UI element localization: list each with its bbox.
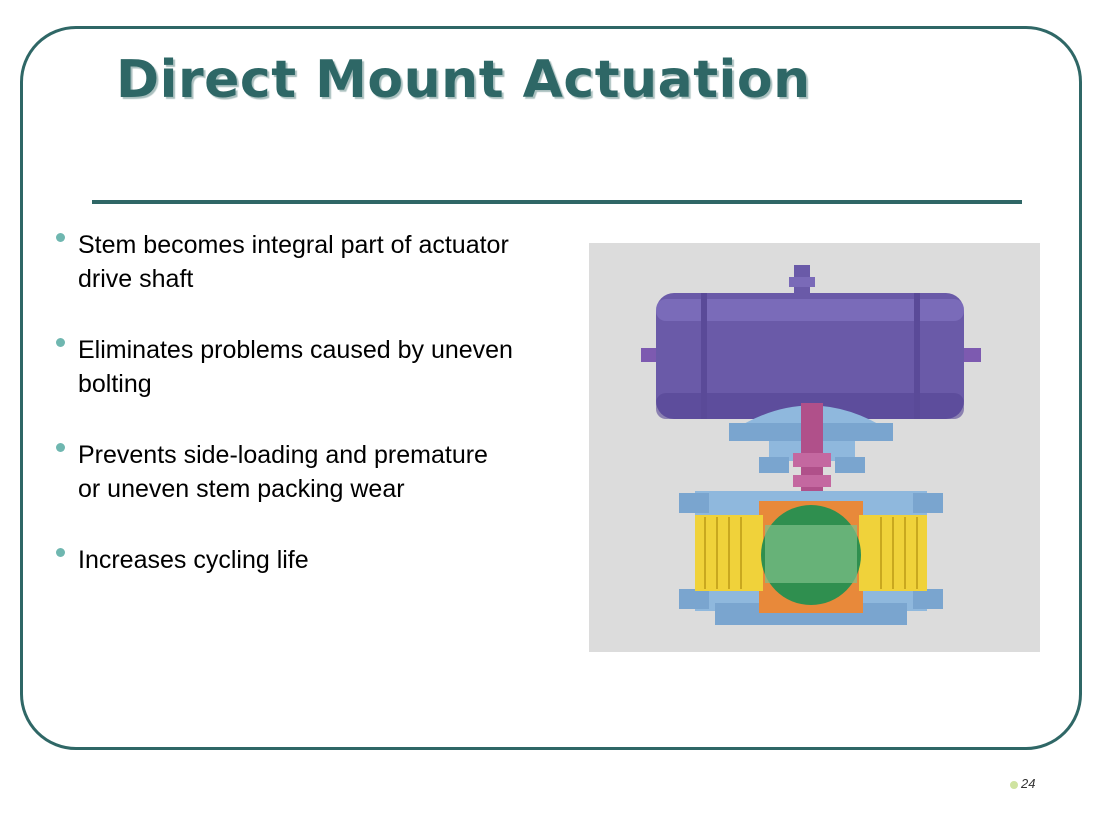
bullet-dot-icon [56, 548, 65, 557]
bullet-text: Stem becomes integral part of actuator d… [78, 231, 509, 293]
bullet-item: Eliminates problems caused by uneven bol… [54, 333, 514, 401]
valve-cutaway-drawing [641, 265, 981, 625]
title-divider [92, 200, 1022, 204]
bullet-text: Prevents side-loading and premature or u… [78, 441, 488, 503]
bullet-dot-icon [56, 338, 65, 347]
bullet-dot-icon [56, 443, 65, 452]
bullet-dot-icon [56, 233, 65, 242]
bullet-text: Eliminates problems caused by uneven bol… [78, 336, 513, 398]
page-number-text: 24 [1021, 776, 1036, 791]
page-dot-icon [1010, 780, 1018, 789]
bullet-text: Increases cycling life [78, 546, 309, 574]
bullet-list: Stem becomes integral part of actuator d… [54, 228, 514, 614]
slide-title: Direct Mount Actuation [116, 50, 811, 110]
valve-actuator-illustration [589, 243, 1040, 652]
page-number: 24 [1010, 776, 1035, 791]
bullet-item: Prevents side-loading and premature or u… [54, 438, 514, 506]
bullet-item: Stem becomes integral part of actuator d… [54, 228, 514, 296]
bullet-item: Increases cycling life [54, 543, 514, 577]
